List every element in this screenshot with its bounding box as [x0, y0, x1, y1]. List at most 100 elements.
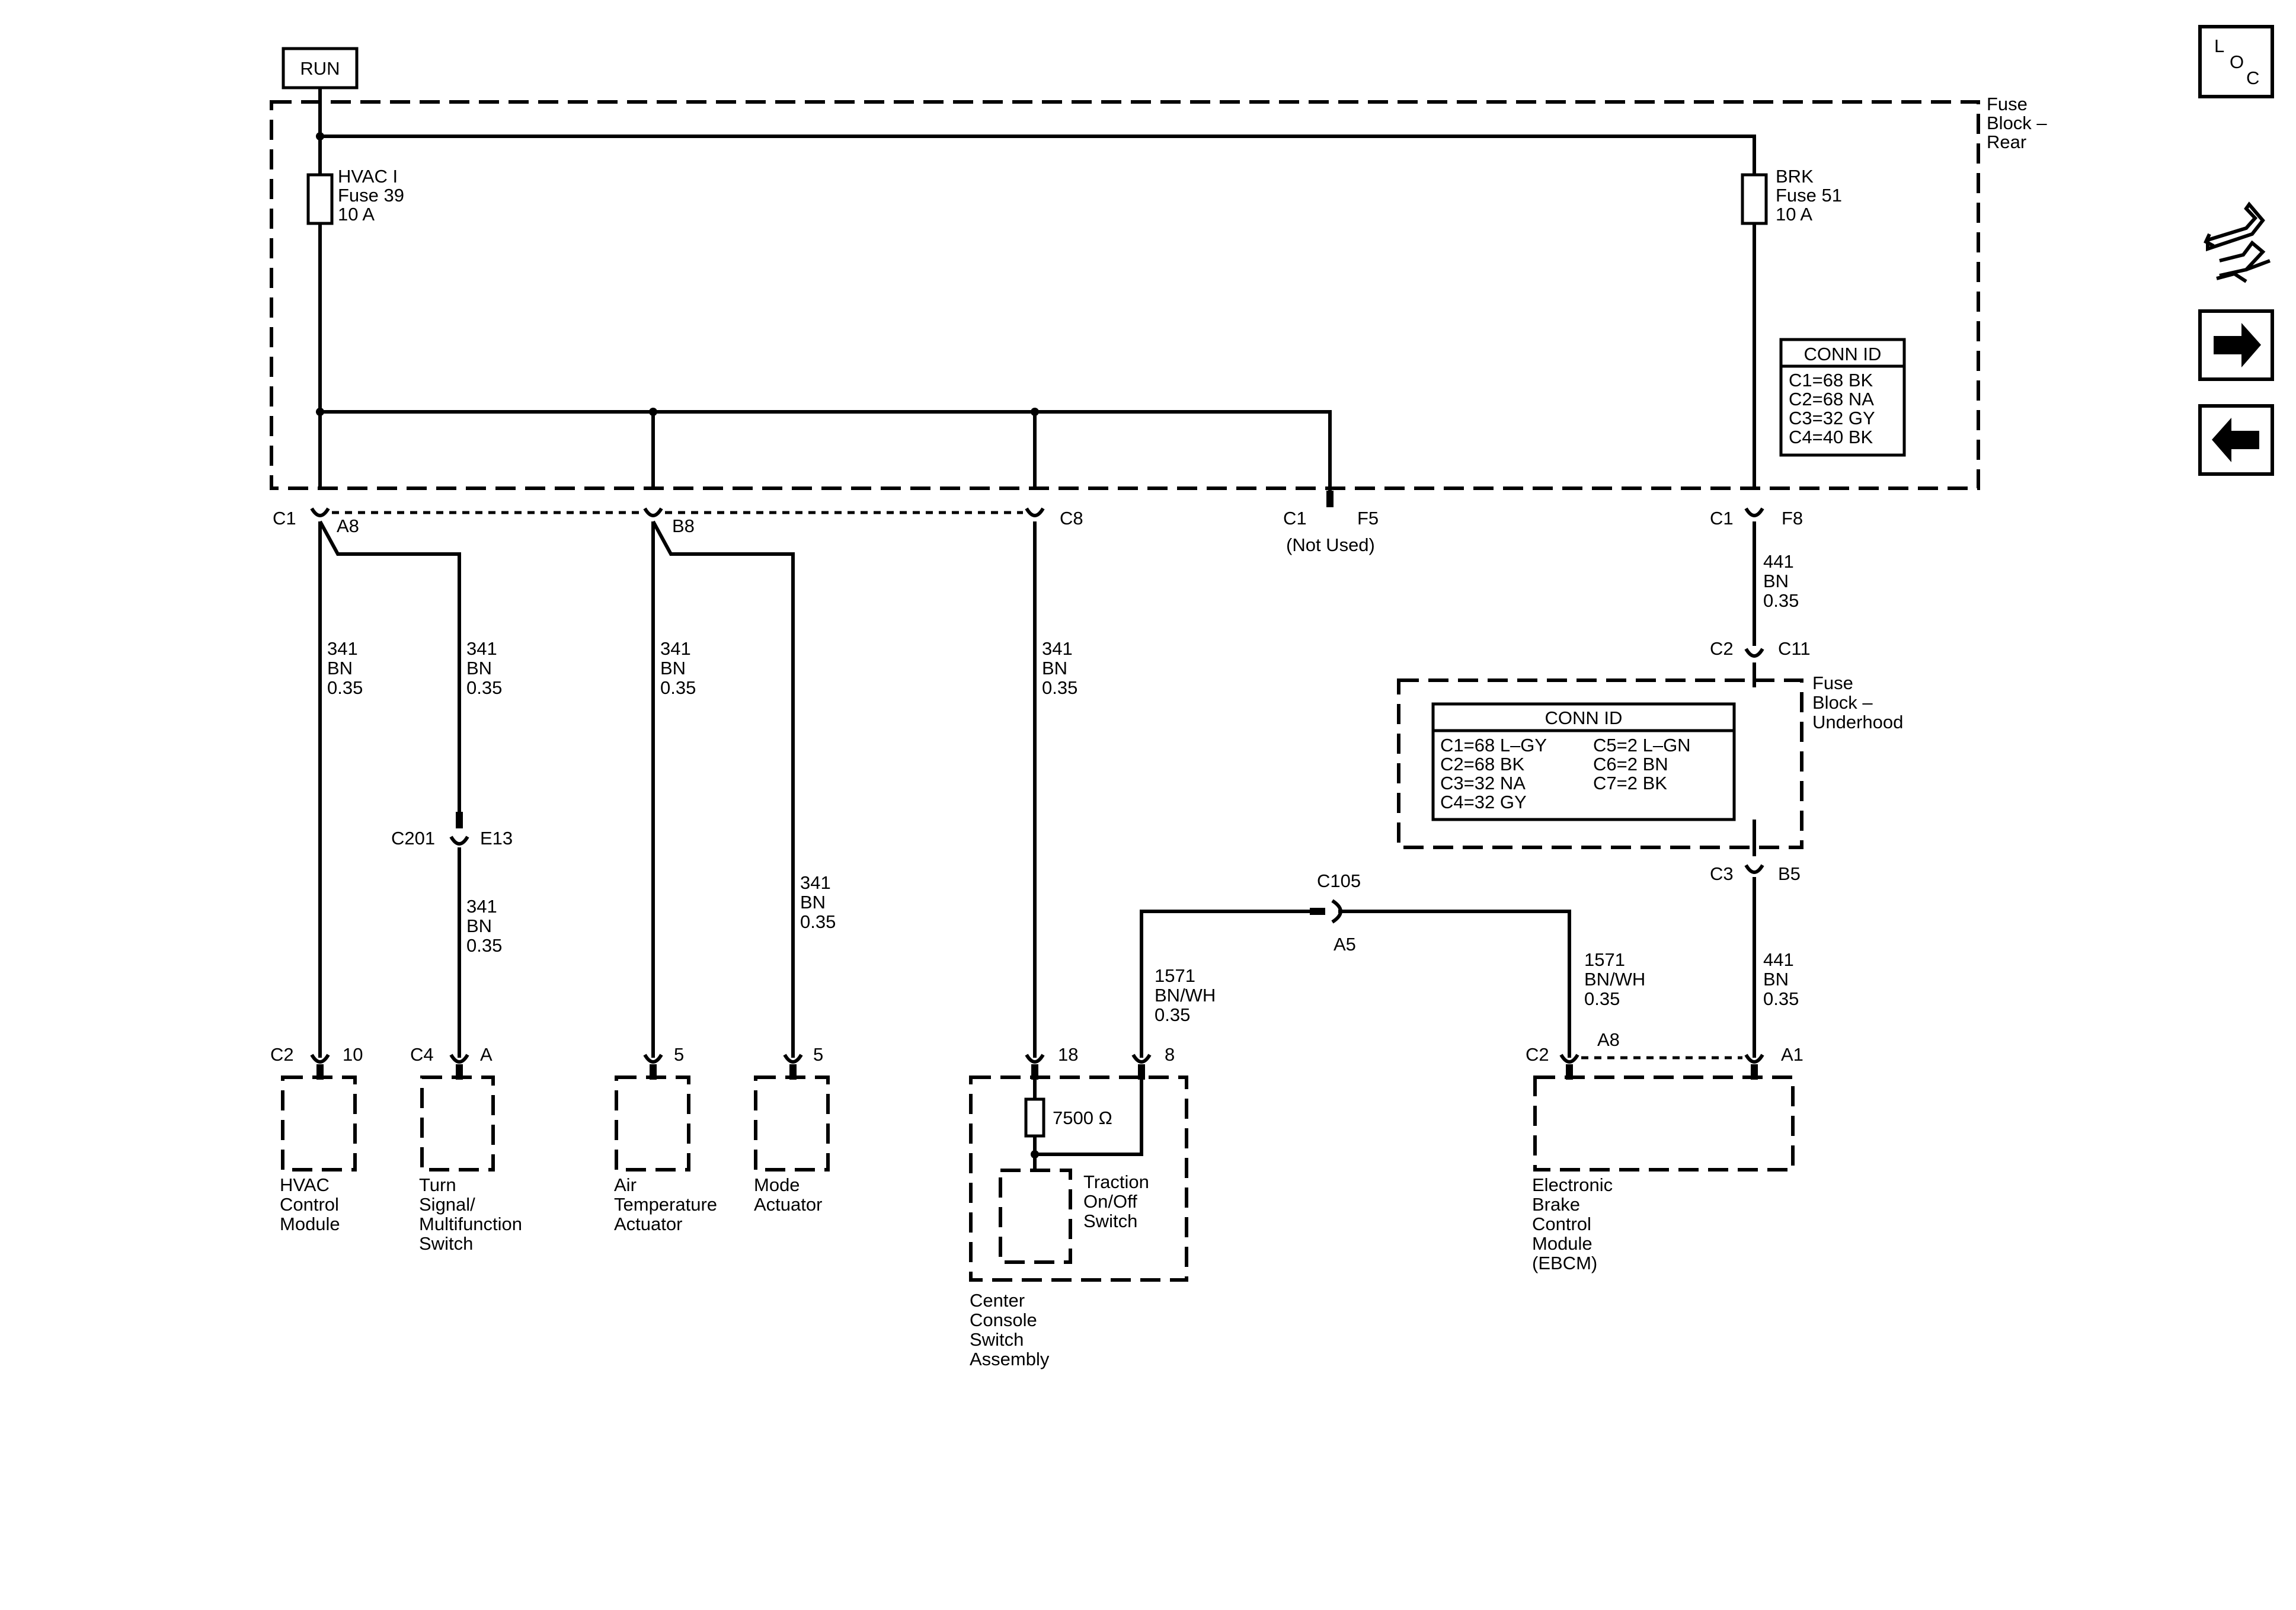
svg-text:Module: Module	[1532, 1233, 1593, 1254]
svg-text:Traction: Traction	[1083, 1172, 1149, 1192]
component-hand-icon[interactable]	[2200, 201, 2272, 287]
svg-text:Control: Control	[280, 1194, 339, 1215]
svg-text:O: O	[2230, 52, 2244, 72]
svg-text:(Not Used): (Not Used)	[1286, 534, 1375, 555]
svg-text:341: 341	[800, 872, 831, 893]
svg-text:BN: BN	[1042, 658, 1067, 678]
svg-text:BN: BN	[327, 658, 353, 678]
svg-text:Temperature: Temperature	[614, 1194, 717, 1215]
svg-text:A1: A1	[1781, 1044, 1803, 1065]
svg-text:C: C	[2246, 68, 2259, 88]
svg-text:0.35: 0.35	[1155, 1004, 1190, 1025]
svg-text:L: L	[2214, 36, 2224, 56]
svg-text:A8: A8	[1597, 1029, 1620, 1050]
svg-text:Center: Center	[970, 1290, 1025, 1311]
svg-text:C1: C1	[1710, 508, 1734, 529]
svg-text:0.35: 0.35	[800, 911, 836, 932]
svg-text:341: 341	[466, 638, 497, 659]
svg-text:C4=32 GY: C4=32 GY	[1440, 792, 1527, 812]
svg-text:Switch: Switch	[1083, 1211, 1137, 1231]
svg-text:0.35: 0.35	[1042, 677, 1077, 698]
svg-text:0.35: 0.35	[327, 677, 363, 698]
rear-connector-c1-f8: C1 F8	[1710, 508, 1803, 529]
svg-text:C4=40 BK: C4=40 BK	[1789, 427, 1873, 447]
svg-text:10: 10	[343, 1044, 363, 1065]
svg-text:C6=2 BN: C6=2 BN	[1593, 754, 1668, 774]
brk-fuse	[1741, 173, 1768, 225]
svg-text:Rear: Rear	[1987, 132, 2026, 152]
svg-text:F5: F5	[1357, 508, 1379, 529]
svg-text:441: 441	[1763, 551, 1794, 572]
wire-label-1571-left: 1571 BN/WH 0.35	[1155, 965, 1216, 1025]
svg-text:BRK: BRK	[1776, 166, 1814, 187]
svg-text:BN: BN	[466, 658, 492, 678]
arrow-left-icon[interactable]	[2198, 404, 2274, 476]
resistor-7500	[1024, 1097, 1045, 1138]
svg-text:Signal/: Signal/	[419, 1194, 475, 1215]
svg-text:F8: F8	[1782, 508, 1803, 529]
loc-icon[interactable]: L O C	[2198, 25, 2274, 98]
rear-connector-c1-a8: C1 A8	[273, 508, 359, 536]
svg-text:C2: C2	[1526, 1044, 1549, 1065]
svg-text:B8: B8	[672, 516, 695, 536]
traction-switch	[999, 1169, 1072, 1264]
run-label: RUN	[300, 58, 340, 79]
svg-text:HVAC: HVAC	[280, 1174, 330, 1195]
wire-label-441-lower: 441 BN 0.35	[1763, 949, 1799, 1009]
svg-text:On/Off: On/Off	[1083, 1191, 1137, 1212]
svg-text:CONN ID: CONN ID	[1804, 344, 1882, 364]
svg-text:A8: A8	[337, 516, 359, 536]
fuse-block-underhood-outline	[1397, 678, 1803, 849]
svg-text:441: 441	[1763, 949, 1794, 970]
brk-fuse-label: BRK Fuse 51 10 A	[1776, 166, 1842, 225]
svg-text:C2=68 NA: C2=68 NA	[1789, 389, 1874, 409]
svg-text:C11: C11	[1778, 638, 1811, 659]
svg-text:B5: B5	[1778, 863, 1801, 884]
svg-text:0.35: 0.35	[1763, 988, 1799, 1009]
svg-text:Actuator: Actuator	[754, 1194, 822, 1215]
svg-text:Console: Console	[970, 1310, 1037, 1330]
svg-text:C3=32 GY: C3=32 GY	[1789, 408, 1875, 428]
svg-text:Fuse 51: Fuse 51	[1776, 185, 1842, 206]
svg-text:Block –: Block –	[1812, 692, 1873, 713]
svg-text:C3: C3	[1710, 863, 1734, 884]
svg-text:Actuator: Actuator	[614, 1214, 682, 1234]
svg-text:1571: 1571	[1584, 949, 1625, 970]
svg-text:C1: C1	[273, 508, 296, 529]
turn-signal-multifunction-switch: C4 A Turn Signal/ Multifunction Switch	[410, 1044, 522, 1254]
svg-text:10 A: 10 A	[1776, 204, 1812, 225]
svg-text:BN: BN	[1763, 969, 1789, 990]
fuse-block-rear-outline	[270, 100, 1980, 490]
svg-text:BN: BN	[466, 916, 492, 936]
svg-text:Control: Control	[1532, 1214, 1591, 1234]
wire-label-hvac: 341 BN 0.35	[327, 638, 363, 698]
hvac-fuse	[306, 173, 334, 225]
connector-c3-b5: C3 B5	[1710, 863, 1801, 884]
svg-text:BN: BN	[1763, 571, 1789, 591]
svg-text:C8: C8	[1060, 508, 1083, 529]
svg-text:C3=32 NA: C3=32 NA	[1440, 773, 1526, 793]
svg-text:E13: E13	[480, 828, 513, 849]
svg-text:1571: 1571	[1155, 965, 1195, 986]
svg-text:5: 5	[674, 1044, 684, 1065]
hvac-fuse-label: HVAC I Fuse 39 10 A	[338, 166, 404, 225]
svg-text:0.35: 0.35	[660, 677, 696, 698]
svg-text:341: 341	[327, 638, 358, 659]
arrow-right-icon[interactable]	[2198, 309, 2274, 381]
svg-text:341: 341	[1042, 638, 1073, 659]
svg-text:Air: Air	[614, 1174, 637, 1195]
electronic-brake-control-module: C2 A8 A1 Electronic Brake Control Module…	[1526, 1029, 1803, 1273]
svg-text:0.35: 0.35	[1763, 590, 1799, 611]
rear-connector-c1-f5: C1 F5 (Not Used)	[1283, 508, 1379, 555]
svg-text:A: A	[480, 1044, 493, 1065]
svg-text:BN/WH: BN/WH	[1155, 985, 1216, 1006]
svg-text:341: 341	[466, 896, 497, 917]
svg-text:Fuse: Fuse	[1812, 673, 1853, 693]
svg-text:C105: C105	[1317, 870, 1361, 891]
svg-text:BN: BN	[660, 658, 686, 678]
svg-text:C2=68 BK: C2=68 BK	[1440, 754, 1525, 774]
wire-label-air: 341 BN 0.35	[660, 638, 696, 698]
svg-text:18: 18	[1058, 1044, 1078, 1065]
connector-c201: C201 E13	[391, 828, 513, 849]
